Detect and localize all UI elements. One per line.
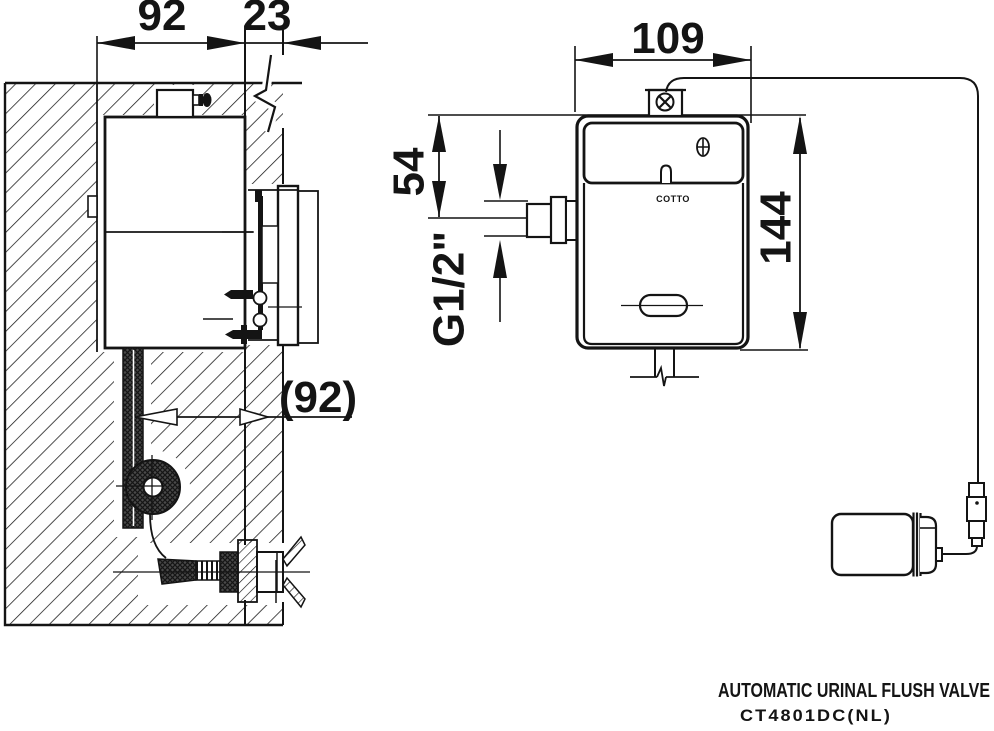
dim-label-inlet-offset: 54 bbox=[385, 147, 434, 196]
product-model: CT4801DC(NL) bbox=[740, 706, 892, 725]
dimension-92-23: 92 23 bbox=[96, 0, 368, 83]
mounting-screw-upper bbox=[224, 290, 253, 299]
hex-body bbox=[237, 539, 258, 603]
bottom-outlet bbox=[630, 348, 699, 387]
dimension-g12: G1/2" bbox=[425, 130, 507, 347]
dimension-54: 54 bbox=[385, 116, 446, 217]
spreader-flange-bottom bbox=[282, 576, 306, 609]
threaded-nipple bbox=[195, 560, 221, 581]
cover-notch bbox=[660, 164, 672, 183]
cable-gland-screw bbox=[202, 93, 212, 107]
valve-body-front: COTTO bbox=[575, 88, 750, 387]
mounting-screw-lower bbox=[225, 325, 262, 344]
cable-connector bbox=[941, 482, 987, 555]
dim-label-body-width: 109 bbox=[631, 14, 704, 63]
dim-label-body-height: 144 bbox=[752, 191, 801, 265]
top-fixing-tab-section bbox=[155, 88, 212, 119]
dim-label-recess-width: 92 bbox=[138, 0, 187, 40]
dimension-144: 144 bbox=[740, 116, 808, 351]
title-block: AUTOMATIC URINAL FLUSH VALVE CT4801DC(NL… bbox=[718, 680, 990, 725]
sensor-window bbox=[621, 293, 703, 318]
drain-elbow bbox=[116, 455, 181, 559]
inlet-fitting bbox=[525, 195, 579, 245]
sensor-faceplate-assembly bbox=[203, 184, 319, 347]
wall-break-mark bbox=[245, 54, 281, 134]
cotto-logo: COTTO bbox=[656, 194, 690, 204]
power-cable bbox=[665, 77, 979, 483]
dimension-109: 109 bbox=[574, 14, 752, 123]
section-view: 92 23 (92) bbox=[3, 0, 368, 627]
battery-box bbox=[830, 512, 943, 577]
spreader-flange-top bbox=[282, 535, 306, 568]
product-title: AUTOMATIC URINAL FLUSH VALVE bbox=[718, 680, 990, 702]
front-view: COTTO 109 54 bbox=[385, 14, 987, 577]
cover-screw-icon bbox=[696, 137, 710, 157]
dimension-92-reference: (92) bbox=[134, 373, 357, 427]
spreader-fitting bbox=[113, 535, 310, 609]
dim-label-recess-width-ref: (92) bbox=[279, 373, 357, 422]
dim-label-wall-thickness: 23 bbox=[243, 0, 292, 40]
valve-body-section bbox=[87, 88, 253, 350]
dim-label-inlet-thread: G1/2" bbox=[425, 231, 474, 347]
top-fixing-tab bbox=[645, 88, 686, 118]
